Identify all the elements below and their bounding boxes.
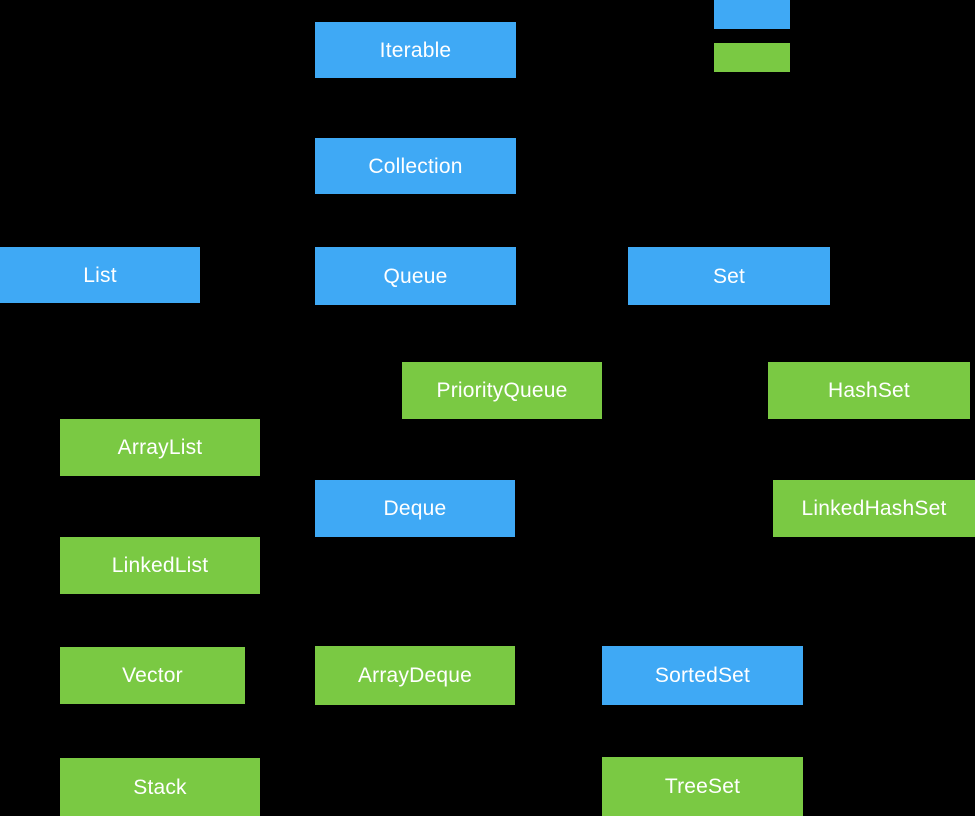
- connector-spine-linkedlist: [160, 476, 162, 537]
- node-label-treeset: TreeSet: [664, 775, 741, 798]
- node-arraylist[interactable]: ArrayList: [60, 419, 260, 476]
- node-set[interactable]: Set: [628, 247, 830, 305]
- legend-interface-swatch: [714, 0, 790, 29]
- node-label-set: Set: [712, 264, 746, 288]
- node-label-collection: Collection: [368, 154, 463, 178]
- connector-spine-vector: [160, 594, 162, 647]
- connector-set-bus: [703, 330, 869, 332]
- node-priorityqueue[interactable]: PriorityQueue: [402, 362, 602, 419]
- node-treeset[interactable]: TreeSet: [602, 757, 803, 816]
- connector-bus-queue: [414, 219, 416, 247]
- connector-queue-bus: [414, 330, 502, 332]
- connector-collection-trunk: [414, 194, 416, 219]
- node-label-linkedhashset: LinkedHashSet: [801, 497, 947, 520]
- connector-bus-list: [99, 219, 101, 247]
- connector-spine-arraylist: [160, 333, 162, 419]
- node-label-vector: Vector: [122, 664, 183, 687]
- node-label-queue: Queue: [383, 264, 448, 288]
- legend-implementation-swatch: [714, 43, 790, 72]
- connector-vector-stack: [160, 704, 162, 758]
- node-label-iterable: Iterable: [379, 38, 452, 62]
- node-linkedlist[interactable]: LinkedList: [60, 537, 260, 594]
- node-queue[interactable]: Queue: [315, 247, 516, 305]
- node-vector[interactable]: Vector: [60, 647, 245, 704]
- connector-queue-trunk: [414, 305, 416, 330]
- connector-bus-hashset: [869, 330, 871, 362]
- node-collection[interactable]: Collection: [315, 138, 516, 194]
- node-label-hashset: HashSet: [828, 379, 910, 402]
- node-list[interactable]: List: [0, 247, 200, 303]
- node-label-sortedset: SortedSet: [654, 664, 751, 687]
- node-stack[interactable]: Stack: [60, 758, 260, 816]
- connector-iterable-collection: [414, 78, 416, 138]
- connector-deque-linkedlist: [260, 565, 315, 567]
- connector-sortedset-treeset: [703, 705, 705, 757]
- node-label-stack: Stack: [133, 775, 187, 799]
- node-label-arraylist: ArrayList: [117, 436, 203, 459]
- node-iterable[interactable]: Iterable: [315, 22, 516, 78]
- connector-hashset-linkedhashset: [874, 419, 876, 480]
- node-sortedset[interactable]: SortedSet: [602, 646, 803, 705]
- node-label-list: List: [83, 263, 117, 287]
- connector-collection-bus: [99, 219, 729, 221]
- node-hashset[interactable]: HashSet: [768, 362, 970, 419]
- connector-deque-arraydeque: [414, 537, 416, 646]
- node-deque[interactable]: Deque: [315, 480, 515, 537]
- node-label-linkedlist: LinkedList: [111, 554, 209, 577]
- connector-list-bus: [99, 333, 160, 335]
- connector-list-trunk: [99, 303, 101, 333]
- connector-set-sortedset: [703, 330, 705, 646]
- node-linkedhashset[interactable]: LinkedHashSet: [773, 480, 975, 537]
- node-label-deque: Deque: [383, 497, 447, 520]
- node-label-arraydeque: ArrayDeque: [357, 664, 473, 687]
- connector-set-trunk: [729, 305, 731, 330]
- node-label-priorityqueue: PriorityQueue: [436, 379, 568, 402]
- connector-bus-priorityqueue: [502, 330, 504, 362]
- connector-bus-set: [729, 219, 731, 247]
- node-arraydeque[interactable]: ArrayDeque: [315, 646, 515, 705]
